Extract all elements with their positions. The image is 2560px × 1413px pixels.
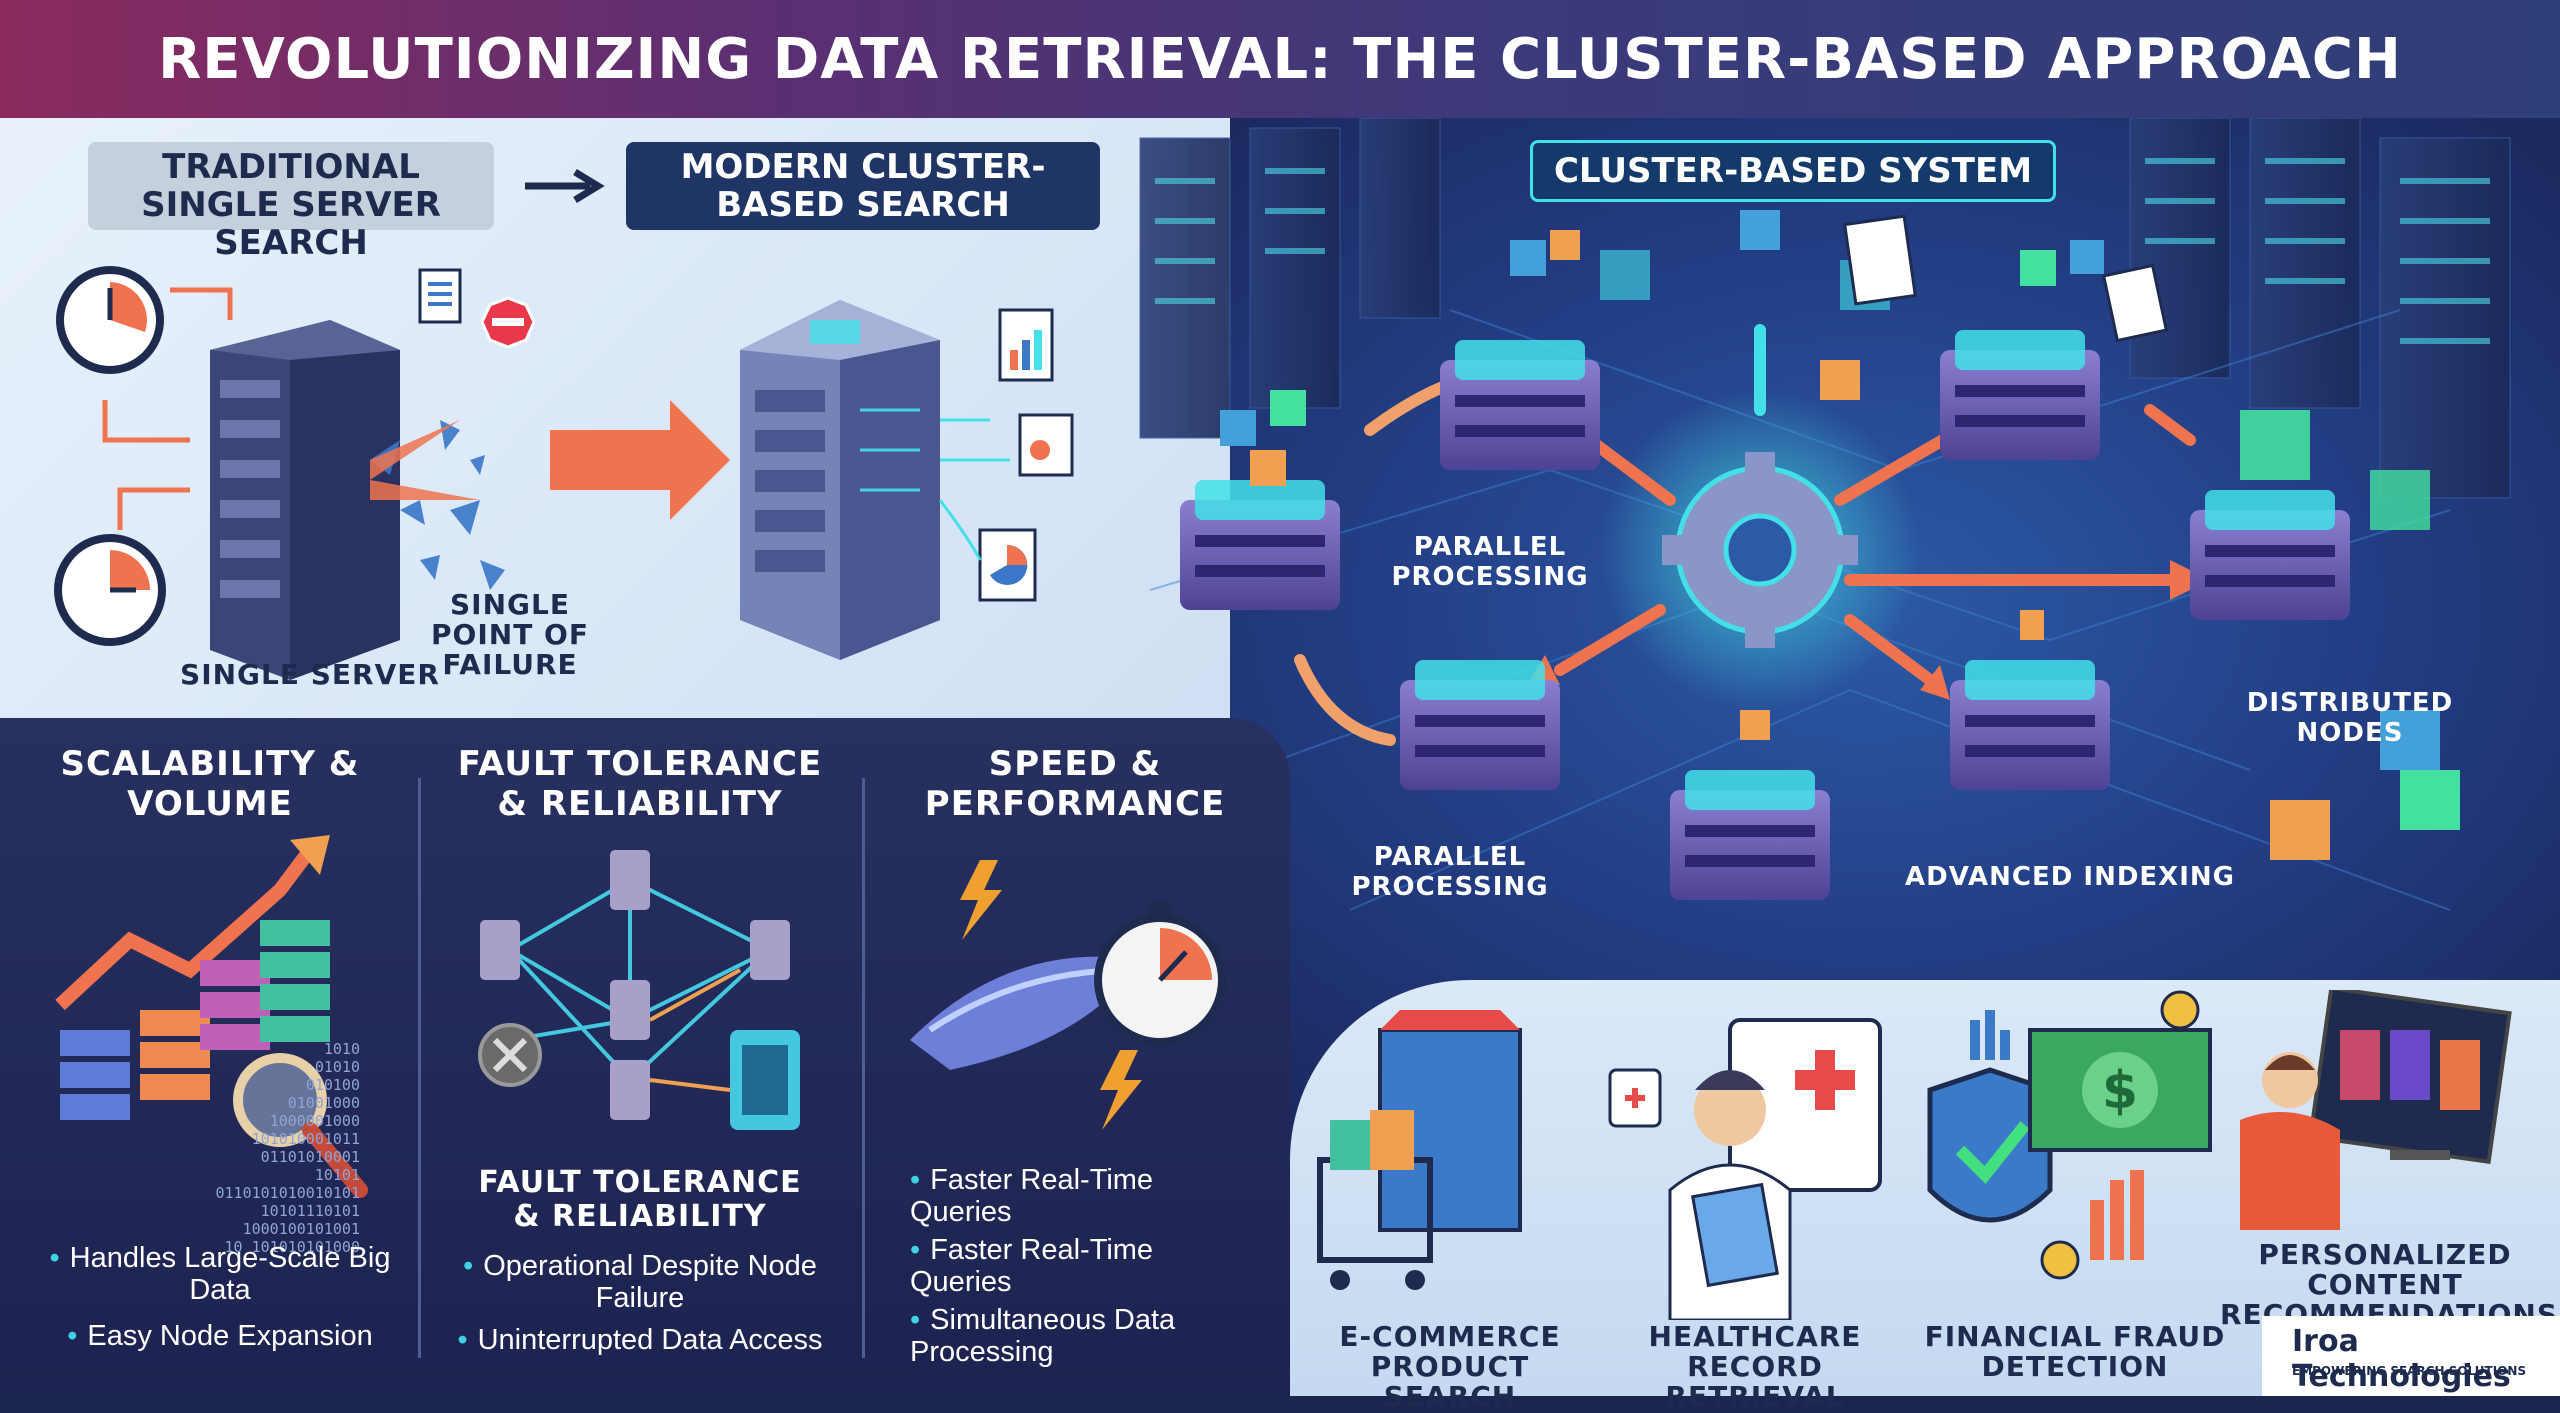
scalability-illustration	[55, 835, 368, 1198]
feature-bullet: •Handles Large-Scale Big Data	[49, 1242, 391, 1306]
server-icon	[210, 320, 400, 680]
magnifier-icon	[233, 1053, 368, 1198]
clock-icon	[54, 534, 166, 646]
cube-icon	[1220, 210, 2460, 860]
feature-bullet: •Faster Real-Time Queries	[910, 1234, 1154, 1298]
cluster-node	[1940, 330, 2100, 460]
cluster-node	[1440, 340, 1600, 470]
feature-bullet: •Faster Real-Time Queries	[910, 1164, 1154, 1228]
fault-tolerance-subtitle: FAULT TOLERANCE & RELIABILITY	[478, 1165, 802, 1234]
server-icon	[740, 300, 940, 660]
cluster-node	[1670, 770, 1830, 900]
feature-title: SPEED & PERFORMANCE	[924, 744, 1226, 824]
features-panel	[0, 718, 1290, 1396]
single-server-label: SINGLE SERVER	[180, 658, 440, 691]
gear-icon	[1662, 452, 1858, 648]
single-point-failure-label: SINGLE POINT OF FAILURE	[431, 588, 589, 681]
server-icon	[730, 1030, 800, 1130]
parallel-processing-label: PARALLEL PROCESSING	[1391, 532, 1589, 592]
document-icon	[418, 268, 462, 324]
advanced-indexing-label: ADVANCED INDEXING	[1904, 862, 2235, 892]
arrow-right-icon	[525, 169, 605, 203]
document-icon	[978, 528, 1037, 602]
lightning-icon	[960, 860, 1002, 940]
parallel-processing-label: PARALLEL PROCESSING	[1351, 842, 1549, 902]
document-icon	[2101, 263, 2169, 343]
cluster-diagram	[1150, 210, 2460, 911]
fault-tolerance-illustration	[478, 850, 800, 1130]
header-banner: REVOLUTIONIZING DATA RETRIEVAL: THE CLUS…	[0, 0, 2560, 118]
cluster-node	[2190, 490, 2350, 620]
single-vs-modern-illustration	[54, 266, 1074, 680]
stop-sign-icon	[480, 296, 536, 349]
data-stack	[60, 920, 330, 1120]
brand-name: Iroa Technologies	[2292, 1324, 2511, 1394]
server-racks-backdrop	[1139, 118, 2511, 499]
speed-illustration	[910, 860, 1226, 1130]
distributed-nodes-label: DISTRIBUTED NODES	[2246, 688, 2454, 748]
use-case-label: FINANCIAL FRAUD DETECTION	[1924, 1320, 2226, 1383]
feature-bullet: •Operational Despite Node Failure	[463, 1250, 817, 1314]
brand-tagline: EMPOWERING SEARCH SOLUTIONS	[2292, 1364, 2527, 1378]
cluster-system-tag: CLUSTER-BASED SYSTEM	[1530, 140, 2056, 202]
document-icon	[1018, 413, 1074, 477]
use-case-label: E-COMMERCE PRODUCT SEARCH	[1339, 1320, 1561, 1413]
modern-search-tag: MODERN CLUSTER-BASED SEARCH	[626, 142, 1100, 230]
divider	[418, 778, 421, 1358]
feature-bullet: •Uninterrupted Data Access	[457, 1324, 823, 1356]
svg-text:$: $	[2102, 1061, 2138, 1121]
use-case-label: HEALTHCARE RECORD RETRIEVAL	[1648, 1320, 1862, 1413]
lightning-icon	[1100, 1050, 1142, 1130]
page-title: REVOLUTIONIZING DATA RETRIEVAL: THE CLUS…	[158, 26, 2402, 92]
feature-title: FAULT TOLERANCE & RELIABILITY	[457, 744, 823, 824]
stopwatch-icon	[1094, 902, 1226, 1046]
shopping-cart-icon	[1317, 1010, 1522, 1290]
feature-title: SCALABILITY & VOLUME	[60, 744, 360, 824]
document-icon	[1843, 214, 1917, 306]
feature-bullet: •Easy Node Expansion	[67, 1320, 373, 1352]
shield-check-icon	[1927, 1067, 2053, 1223]
brand-box: Iroa Technologies EMPOWERING SEARCH SOLU…	[2262, 1316, 2560, 1396]
feature-bullet: •Simultaneous Data Processing	[910, 1304, 1176, 1368]
cluster-node	[1950, 660, 2110, 790]
dollar-icon: $	[2028, 1028, 2212, 1152]
doctor-icon	[1608, 1018, 1882, 1320]
traditional-search-tag: TRADITIONAL SINGLE SERVER SEARCH	[88, 142, 494, 262]
cluster-node	[1400, 660, 1560, 790]
use-cases-illustrations: $	[1317, 990, 2512, 1320]
document-icon	[998, 308, 1054, 382]
clock-icon	[56, 266, 164, 374]
divider	[862, 778, 865, 1358]
cluster-node	[1180, 480, 1340, 610]
monitor-icon	[2240, 990, 2512, 1230]
